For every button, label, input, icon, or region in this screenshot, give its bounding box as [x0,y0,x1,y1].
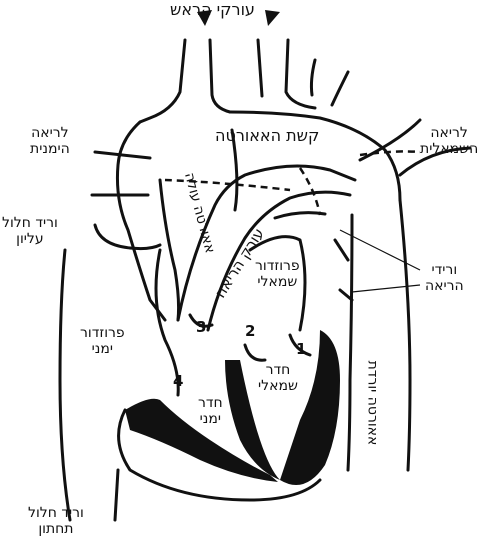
label-svc-line2: עליון [2,231,58,247]
label-inferior-vena-cava: וריד חלול תחתון [28,505,84,537]
descending-aorta-left [348,215,352,470]
valve-number-3: 3 [196,318,206,336]
head-artery-left [140,40,185,122]
label-head-arteries: עורקי הראש [170,2,255,18]
pulmonary-branch-lower [275,213,325,218]
aortic-arch-outer [117,122,165,320]
label-left-lung-line1: לריאה [420,125,478,141]
head-artery-right [286,40,315,108]
head-artery-far-right-2 [332,72,348,105]
label-left-ventricle: חדר שמאלי [258,362,298,394]
label-pulmonary-veins-line1: ורידי [425,262,464,278]
label-svc-line1: וריד חלול [2,215,58,231]
right-lung-vessel-top [95,152,150,158]
label-left-lung-line2: השמאלית [420,141,478,157]
label-right-ventricle-line2: ימני [198,411,223,427]
label-left-ventricle-line2: שמאלי [258,378,298,394]
label-right-ventricle-line1: חדר [198,395,223,411]
label-left-ventricle-line1: חדר [258,362,298,378]
label-right-lung: לריאה הימנית [30,125,70,157]
label-left-lung: לריאה השמאלית [420,125,478,157]
pv-leader-2 [352,285,420,292]
pulmonary-vein-mark-1 [335,240,348,260]
label-left-atrium: פרוזדור שמאלי [255,258,300,290]
descending-aorta-right [400,200,410,470]
valve-number-4: 4 [173,372,183,390]
label-right-ventricle: חדר ימני [198,395,223,427]
valve-number-1: 1 [296,340,306,358]
label-right-lung-line2: הימנית [30,141,70,157]
label-left-atrium-line2: שמאלי [255,274,300,290]
label-pulmonary-veins: ורידי הריאה [425,262,464,294]
label-superior-vena-cava: וריד חלול עליון [2,215,58,247]
left-ventricle-wall [280,330,340,485]
label-pulmonary-veins-line2: הריאה [425,278,464,294]
label-ivc-line1: וריד חלול [28,505,84,521]
label-aortic-arch: קשת האאורטה [215,128,319,144]
label-right-lung-line1: לריאה [30,125,70,141]
label-ivc-line2: תחתון [28,521,84,537]
head-artery-middle [258,40,262,96]
left-lung-vessel-top [360,120,420,160]
ivc-inner [115,470,118,520]
head-artery-far-right [311,60,315,95]
superior-vena-cava-outer [60,250,70,520]
arrow-right [265,10,280,26]
head-artery-left-inner [210,40,230,112]
label-right-atrium-line2: ימני [80,341,125,357]
label-right-atrium-line1: פרוזדור [80,325,125,341]
label-right-atrium: פרוזדור ימני [80,325,125,357]
label-left-atrium-line1: פרוזדור [255,258,300,274]
valve-number-2: 2 [245,322,255,340]
label-descending-aorta: אאורטה יורדת [364,361,380,446]
ascending-aorta-left [160,180,179,320]
valve-2 [245,345,265,360]
